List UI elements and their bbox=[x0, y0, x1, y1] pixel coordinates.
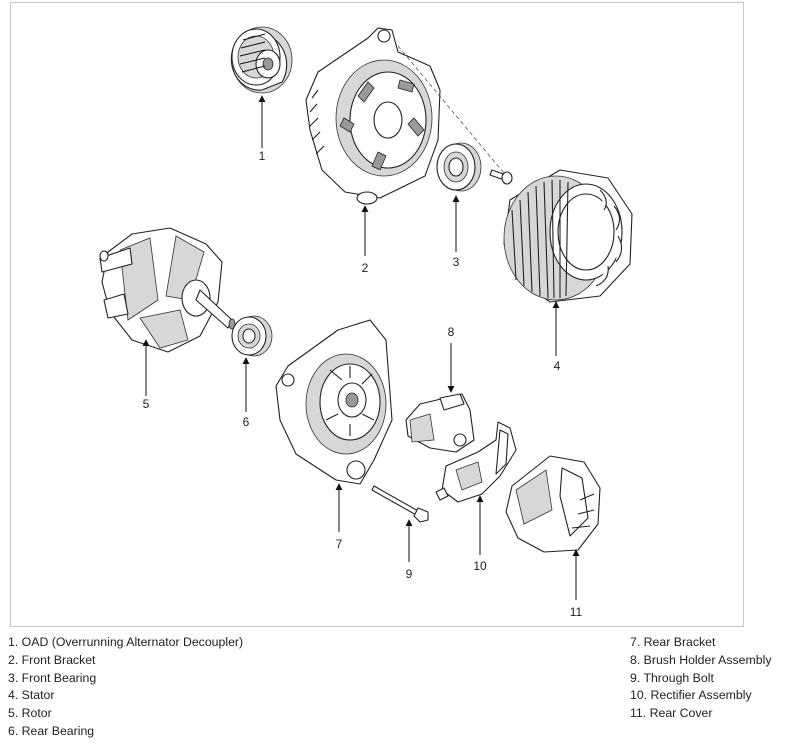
callout-4: 4 bbox=[554, 359, 561, 373]
rear-cover bbox=[505, 455, 601, 553]
callout-10: 10 bbox=[473, 559, 487, 573]
rear-bracket bbox=[275, 319, 393, 485]
rear-bearing bbox=[231, 315, 273, 357]
rectifier-assembly bbox=[435, 421, 517, 503]
legend-item-rectifier: 10. Rectifier Assembly bbox=[630, 688, 752, 703]
legend-item-front-bearing: 3. Front Bearing bbox=[8, 670, 97, 685]
rotor bbox=[99, 227, 236, 353]
legend-right: 7. Rear Bracket 8. Brush Holder Assembly… bbox=[630, 634, 771, 723]
legend-item-brush-holder: 8. Brush Holder Assembly bbox=[630, 652, 772, 667]
front-bracket bbox=[305, 27, 441, 205]
legend-item-rotor: 5. Rotor bbox=[8, 706, 52, 721]
legend-item-rear-bracket: 7. Rear Bracket bbox=[630, 635, 716, 649]
stator bbox=[503, 169, 633, 303]
legend-item-rear-cover: 11. Rear Cover bbox=[630, 706, 713, 721]
callout-2: 2 bbox=[362, 261, 369, 275]
front-bearing bbox=[436, 142, 482, 192]
brush-holder-assembly bbox=[405, 393, 475, 453]
legend-item-front-bracket: 2. Front Bracket bbox=[8, 652, 96, 667]
through-bolt bbox=[371, 485, 429, 523]
oad-pulley bbox=[230, 26, 293, 94]
legend-item-stator: 4. Stator bbox=[8, 688, 55, 703]
callout-8: 8 bbox=[448, 325, 455, 339]
callout-3: 3 bbox=[453, 255, 460, 269]
callout-6: 6 bbox=[243, 415, 250, 429]
callout-7: 7 bbox=[336, 537, 343, 551]
callout-11: 11 bbox=[570, 605, 583, 619]
legend-item-through-bolt: 9. Through Bolt bbox=[630, 670, 714, 685]
leader-lines bbox=[142, 95, 580, 600]
legend-left: 1. OAD (Overrunning Alternator Decoupler… bbox=[8, 634, 243, 741]
callout-5: 5 bbox=[143, 397, 150, 411]
screw bbox=[489, 169, 513, 185]
callout-9: 9 bbox=[406, 567, 413, 581]
alternator-exploded-diagram: 1 2 3 4 5 6 7 8 9 10 11 bbox=[99, 26, 633, 619]
callout-1: 1 bbox=[259, 149, 266, 163]
diagram-frame bbox=[10, 2, 744, 627]
legend-item-oad: 1. OAD (Overrunning Alternator Decoupler… bbox=[8, 635, 244, 649]
legend-item-rear-bearing: 6. Rear Bearing bbox=[8, 723, 95, 738]
